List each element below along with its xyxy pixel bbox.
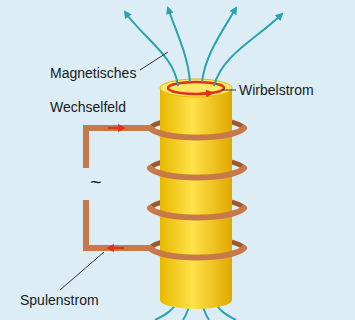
current-arrow: [108, 247, 124, 249]
eddy-current-label: Wirbelstrom: [239, 82, 349, 98]
field-label: Magnetisches Wechselfeld: [50, 56, 142, 124]
metal-cylinder: [160, 79, 232, 309]
field-lines-top: [125, 8, 282, 86]
coil-front: [150, 128, 244, 258]
ac-symbol: ~: [90, 172, 110, 192]
leader-lines: [60, 52, 236, 290]
coil-leads: [86, 128, 150, 248]
current-arrow: [108, 127, 124, 129]
coil-current-label: Spulenstrom: [20, 292, 140, 308]
